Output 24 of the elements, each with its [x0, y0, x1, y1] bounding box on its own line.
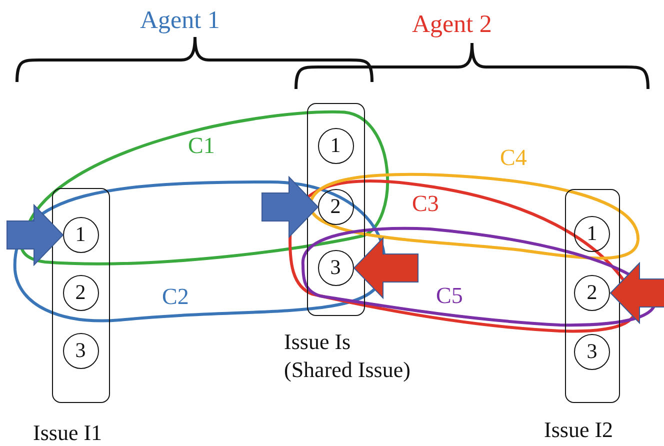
- column-title: (Shared Issue): [284, 356, 412, 384]
- block-arrow: [610, 262, 664, 324]
- circled-number: 1: [574, 216, 610, 252]
- loop-label: C5: [436, 284, 463, 307]
- block-arrow: [262, 176, 319, 238]
- block-arrow: [6, 204, 64, 266]
- circled-number: 3: [62, 332, 98, 368]
- circled-number: 3: [318, 250, 354, 286]
- loop-label: C4: [500, 146, 527, 169]
- block-arrow: [353, 236, 418, 300]
- loop-label: C3: [412, 192, 439, 215]
- column-title: Issue Is: [284, 328, 352, 356]
- loop-label: C1: [188, 134, 215, 157]
- circled-number: 2: [318, 188, 354, 224]
- group-label: Agent 1: [140, 8, 220, 33]
- circled-number: 2: [574, 274, 610, 310]
- group-label: Agent 2: [412, 12, 492, 37]
- column-title: Issue I1: [33, 419, 104, 446]
- circled-number: 2: [62, 274, 98, 310]
- circled-number: 3: [574, 334, 610, 370]
- loop-label: C2: [162, 285, 189, 308]
- column-title: Issue I2: [544, 416, 614, 444]
- circled-number: 1: [318, 128, 354, 164]
- circled-number: 1: [62, 216, 98, 252]
